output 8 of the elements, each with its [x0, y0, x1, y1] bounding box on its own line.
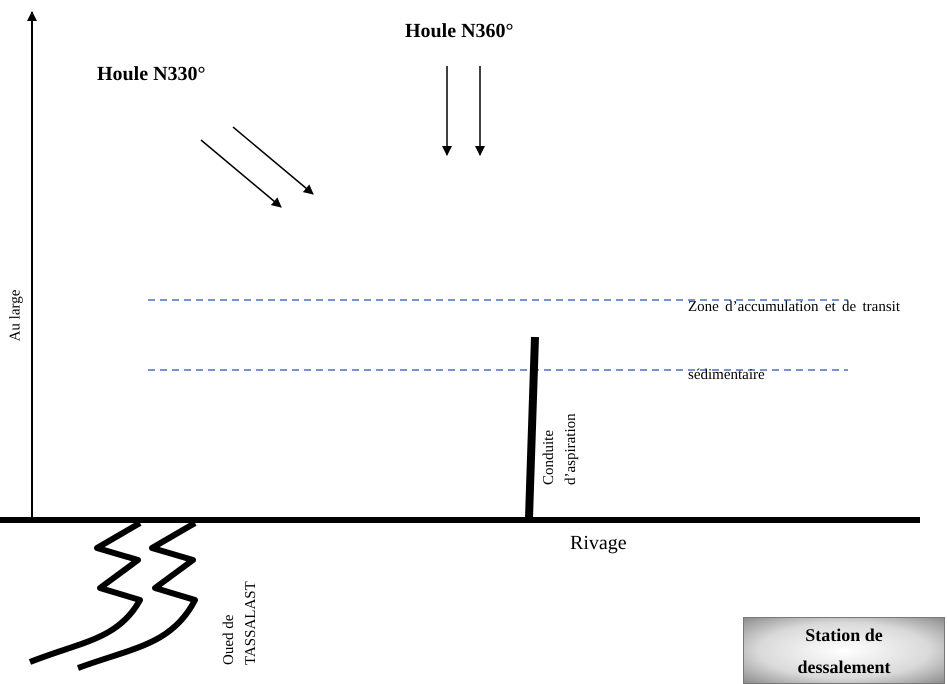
wave-label: Houle N360°	[405, 20, 514, 43]
river-label: Oued de TASSALAST	[220, 580, 260, 665]
shore-label: Rivage	[570, 532, 627, 555]
zone-label: Zone d’accumulation et de transit sédimentaire	[688, 298, 900, 385]
station-panel: Station de dessalement	[743, 617, 945, 684]
wave-label: Houle N330°	[97, 63, 206, 86]
pipe-label: Conduite d’aspiration	[540, 412, 580, 485]
axis-label: Au large	[7, 289, 24, 341]
